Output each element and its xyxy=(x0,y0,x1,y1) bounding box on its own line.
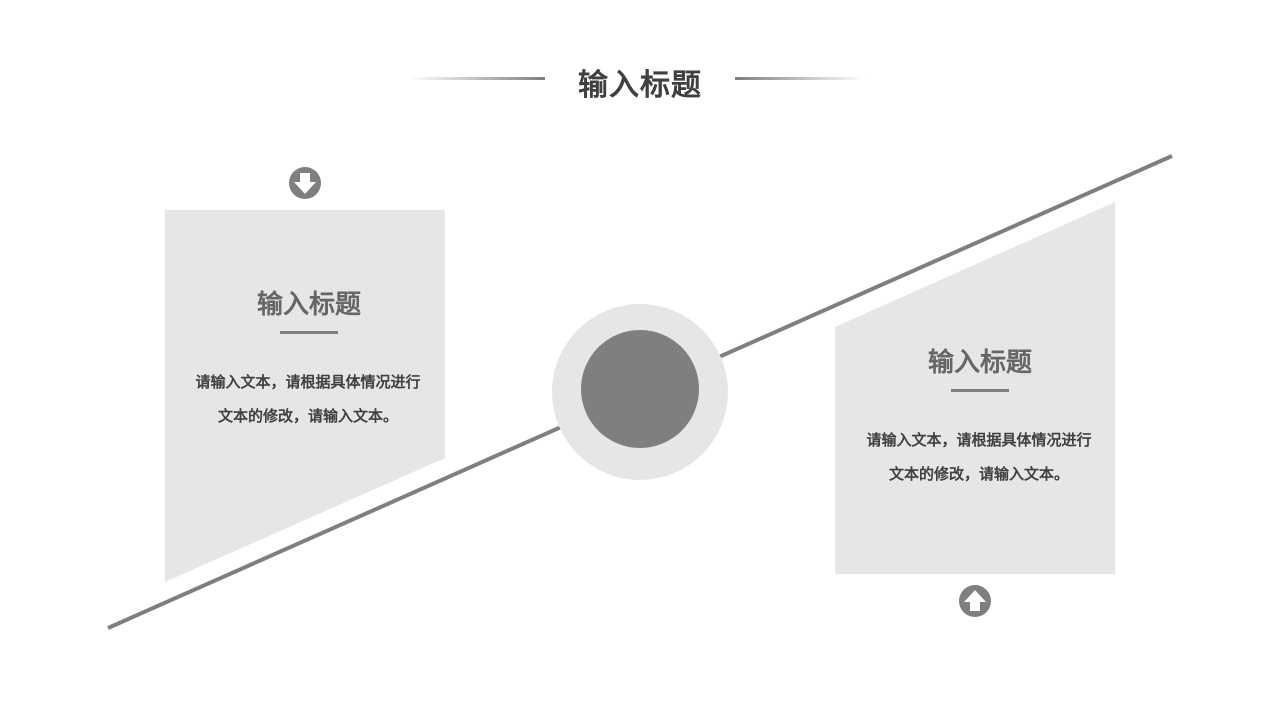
right-card-title: 输入标题 xyxy=(927,348,1032,378)
right-card-underline xyxy=(951,389,1009,392)
title-line-left xyxy=(410,77,545,80)
left-card-title: 输入标题 xyxy=(256,290,361,320)
arrow-down-circle-icon xyxy=(289,167,321,199)
right-panel xyxy=(835,202,1115,574)
title-line-right xyxy=(735,77,865,80)
slide-title: 输入标题 xyxy=(578,68,702,103)
inner-circle xyxy=(581,330,699,448)
left-card-underline xyxy=(280,331,338,334)
right-card-body: 请输入文本，请根据具体情况进行文本的修改，请输入文本。 xyxy=(866,431,1092,483)
left-panel xyxy=(165,210,445,582)
arrow-up-circle-icon xyxy=(959,585,991,617)
left-card-body: 请输入文本，请根据具体情况进行文本的修改，请输入文本。 xyxy=(195,373,421,425)
